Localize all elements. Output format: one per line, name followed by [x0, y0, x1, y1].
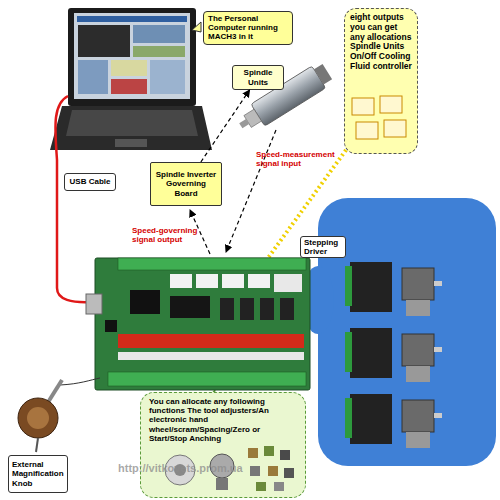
spindle-illustration [314, 64, 332, 85]
controller-board [130, 290, 160, 314]
laptop-illustration [50, 106, 212, 150]
signal-label: Speed-governing signal output [132, 226, 210, 244]
stepping-driver-illustration [345, 398, 352, 438]
controller-board [118, 334, 304, 348]
inverter-box: Spindle Inverter Governing Board [150, 162, 222, 206]
stepper-motor-illustration [402, 268, 434, 300]
callout-tail [192, 22, 201, 32]
spindle-illustration [239, 119, 249, 128]
controller-board [222, 274, 244, 288]
laptop-illustration [78, 25, 130, 57]
stepping-driver-illustration [350, 394, 392, 444]
controller-board [118, 352, 304, 360]
knob-illustration [60, 378, 100, 385]
controller-board [108, 372, 306, 386]
knob-illustration [27, 407, 49, 429]
stepping-driver-illustration [345, 262, 392, 444]
driver-label-box: Stepping Driver [300, 236, 346, 258]
laptop-illustration [150, 60, 185, 94]
node-text: USB Cable [67, 177, 113, 186]
laptop-illustration [77, 16, 187, 22]
stepper-motor-illustration [434, 413, 442, 418]
spindle-label-box: Spindle Units [232, 65, 284, 90]
stepper-region [302, 198, 496, 466]
controller-board [220, 298, 234, 320]
functions-callout: You can allocate any following functions… [140, 392, 306, 498]
node-text: Stepping Driver [304, 238, 342, 256]
laptop-illustration [66, 110, 198, 136]
laptop-illustration [78, 60, 108, 94]
laptop-illustration [50, 8, 212, 150]
laptop-illustration [111, 79, 147, 94]
knob-illustration [18, 378, 100, 452]
stepper-motor-illustration [406, 432, 430, 448]
signal-leader [226, 130, 276, 252]
stepping-driver-illustration [345, 332, 352, 372]
stepper-motor-illustration [402, 268, 442, 448]
controller-board [260, 298, 274, 320]
controller-board [280, 298, 294, 320]
controller-board [274, 274, 302, 292]
node-text: External Magnification Knob [12, 460, 64, 488]
cable-label-box: USB Cable [64, 173, 116, 191]
controller-board [196, 274, 218, 288]
controller-board [170, 274, 192, 288]
stepper-motor-illustration [402, 400, 434, 432]
stepper-motor-illustration [406, 300, 430, 316]
node-text: Spindle Units [235, 68, 281, 86]
stepping-driver-illustration [350, 328, 392, 378]
stepping-driver-illustration [350, 262, 392, 312]
controller-board [240, 298, 254, 320]
controller-board [95, 258, 310, 390]
laptop-illustration [68, 8, 196, 106]
controller-board [170, 296, 210, 318]
spindle-illustration [234, 61, 334, 137]
stepper-motor-illustration [434, 347, 442, 352]
laptop-illustration [115, 139, 147, 147]
controller-board [86, 294, 102, 314]
stepper-motor-illustration [402, 334, 434, 366]
pc-callout: The Personal Computer running MACH3 in i… [203, 11, 293, 45]
outputs-callout: eight outputs you can get any allocation… [344, 8, 418, 154]
stepper-motor-illustration [434, 281, 442, 286]
watermark: http://vitkovets.prom.ua [118, 462, 318, 475]
controller-board [86, 258, 310, 390]
signal-connector [201, 90, 250, 162]
node-text: You can allocate any following functions… [149, 397, 297, 443]
laptop-illustration [133, 46, 185, 57]
node-text: eight outputs you can get any allocation… [350, 13, 412, 72]
knob-label-box: External Magnification Knob [8, 455, 68, 493]
controller-board [248, 274, 270, 288]
usb-cable [55, 96, 92, 302]
laptop-illustration [111, 60, 147, 76]
node-text: The Personal Computer running MACH3 in i… [208, 14, 288, 42]
node-text: Spindle Inverter Governing Board [154, 170, 218, 198]
laptop-illustration [133, 25, 185, 43]
controller-board [118, 258, 306, 270]
stepping-driver-illustration [345, 266, 352, 306]
stepper-motor-illustration [406, 366, 430, 382]
signal-label: Speed-measurement signal input [256, 150, 336, 168]
controller-board [105, 320, 117, 332]
knob-illustration [18, 398, 58, 438]
laptop-illustration [74, 13, 190, 99]
knob-illustration [36, 438, 38, 452]
